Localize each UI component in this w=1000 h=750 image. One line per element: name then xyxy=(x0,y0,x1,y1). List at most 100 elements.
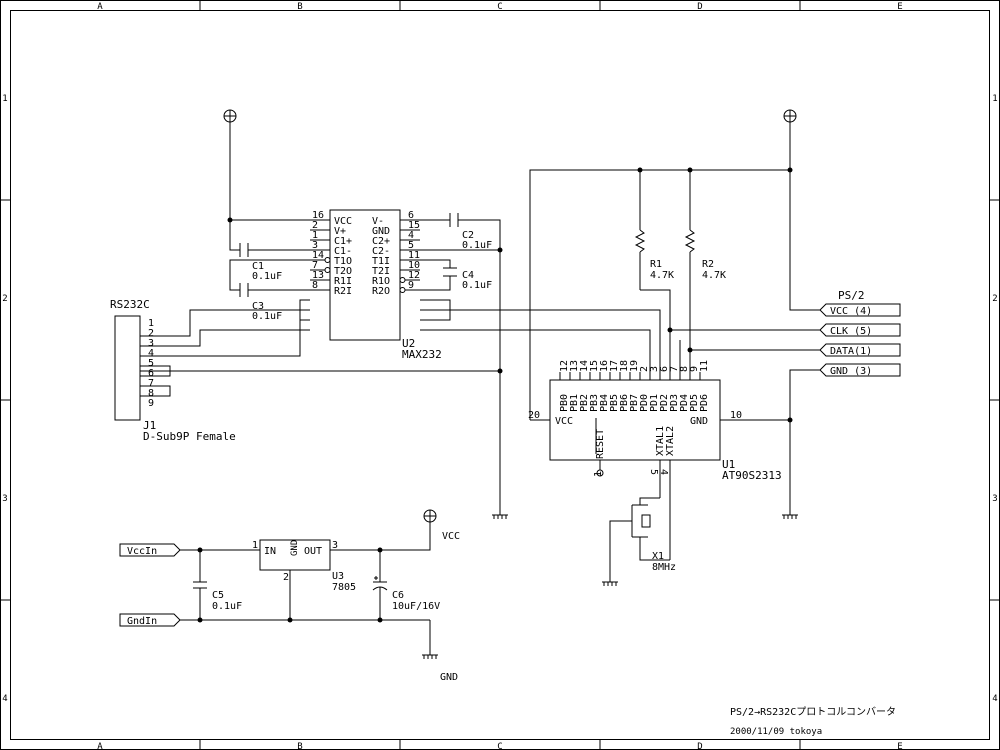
u3-gnd-label: GND xyxy=(290,540,300,556)
u2-left-pin-number: 2 xyxy=(312,220,318,231)
c6-value: 10uF/16V xyxy=(392,601,440,612)
u2-left-pin-name: V+ xyxy=(334,226,346,237)
u1-xtal2-pin-name: XTAL2 xyxy=(665,426,676,456)
c5-value: 0.1uF xyxy=(212,601,242,612)
u1-top-pin-name: PB4 xyxy=(599,394,610,412)
j1-title: RS232C xyxy=(110,298,150,311)
j1-pin-number: 5 xyxy=(148,358,154,369)
u1-reset-pin-name: RESET xyxy=(595,429,606,459)
gnd-symbol-regulator: GND xyxy=(422,654,458,683)
frame-col-b-top: B xyxy=(297,2,302,12)
u1-top-pin-name: PD1 xyxy=(649,394,660,412)
u3-pin-out: 3 xyxy=(332,540,338,551)
frame-row-3-right: 3 xyxy=(992,494,997,504)
u2-right-pin-name: T2I xyxy=(372,266,390,277)
frame-col-c-bottom: C xyxy=(497,742,502,750)
drawing-title: PS/2→RS232Cプロトコルコンバータ xyxy=(730,706,896,718)
u1-vcc-pin-name: VCC xyxy=(555,416,573,427)
port-gnd3: GND (3) xyxy=(819,363,901,377)
vcc-power-symbol-ps2 xyxy=(783,109,797,123)
u1-top-pin-number: 2 xyxy=(639,366,650,372)
u2-left-pin-name: C1+ xyxy=(334,236,352,247)
u1-ref: U1 xyxy=(722,458,735,471)
u1-top-pin-name: PD3 xyxy=(669,394,680,412)
u2-left-pin-name: VCC xyxy=(334,216,352,227)
u3-value: 7805 xyxy=(332,582,356,593)
j1-ref: J1 xyxy=(143,419,156,432)
u1-top-pin-number: 9 xyxy=(689,366,700,372)
gnd-symbol-max232 xyxy=(492,514,508,519)
u1-top-pin-number: 6 xyxy=(659,366,670,372)
frame-col-a-top: A xyxy=(97,2,103,12)
frame-row-2-right: 2 xyxy=(992,294,997,304)
u1-top-pin-name: PD0 xyxy=(639,394,650,412)
u2-right-pin-name: R1O xyxy=(372,276,390,287)
u2-right-pin-name: C2- xyxy=(372,246,390,257)
frame-col-d-top: D xyxy=(697,2,702,12)
vcc-power-symbol-regulator: VCC xyxy=(423,509,460,542)
port-vcc4-label: VCC (4) xyxy=(830,306,872,317)
u1-top-pin-number: 11 xyxy=(699,360,710,372)
c3-ref: C3 xyxy=(252,301,264,312)
vcc-net-label: VCC xyxy=(442,531,460,542)
u2-right-pin-number: 6 xyxy=(408,210,414,221)
port-clk5-label: CLK (5) xyxy=(830,326,872,337)
u3-ref: U3 xyxy=(332,571,344,582)
u2-right-pin-number: 5 xyxy=(408,240,414,251)
u2-right-pin-number: 10 xyxy=(408,260,420,271)
frame-row-3-left: 3 xyxy=(2,494,7,504)
u2-max232: 16VCC2V+1C1+3C1-14T1O7T2O13R1I8R2I6V-15G… xyxy=(310,209,442,361)
u2-value: MAX232 xyxy=(402,348,442,361)
u1-at90s2313: 12PB013PB114PB215PB316PB417PB518PB619PB7… xyxy=(528,360,790,560)
j1-value: D-Sub9P Female xyxy=(143,430,236,443)
port-data1-label: DATA(1) xyxy=(830,346,872,357)
u2-right-pin-name: T1I xyxy=(372,256,390,267)
u2-right-pin-number: 11 xyxy=(408,250,420,261)
vcc-power-symbol-max232 xyxy=(223,109,237,123)
frame-row-4-right: 4 xyxy=(992,694,997,704)
frame-col-e-bottom: E xyxy=(897,742,902,750)
u2-right-pin-name: V- xyxy=(372,216,384,227)
u2-left-pin-number: 1 xyxy=(312,230,318,241)
port-vcc4: VCC (4) xyxy=(819,303,901,317)
regulator-wiring: C5 0.1uF C6 10uF/16V xyxy=(180,522,440,655)
u2-left-pin-number: 3 xyxy=(312,240,318,251)
u1-top-pin-number: 12 xyxy=(559,360,570,372)
port-vccin: VccIn xyxy=(119,543,181,557)
u1-top-pin-name: PB6 xyxy=(619,394,630,412)
j1-pin-number: 1 xyxy=(148,318,154,329)
capacitor-c2: C2 0.1uF xyxy=(449,213,492,251)
u1-top-pin-name: PB7 xyxy=(629,394,640,412)
frame-row-1-left: 1 xyxy=(2,94,7,104)
u2-inversion-bubble xyxy=(399,277,406,283)
x1-value: 8MHz xyxy=(652,562,676,573)
u1-top-pin-name: PD6 xyxy=(699,394,710,412)
u2-left-pin-number: 14 xyxy=(312,250,324,261)
drawing-date-author: 2000/11/09 tokoya xyxy=(730,727,822,737)
frame-col-d-bottom: D xyxy=(697,742,702,750)
u2-right-pin-name: R2O xyxy=(372,286,390,297)
c6-ref: C6 xyxy=(392,590,404,601)
u1-top-pin-name: PD2 xyxy=(659,394,670,412)
u1-top-pin-name: PD5 xyxy=(689,394,700,412)
u3-pin-gnd: 2 xyxy=(283,572,289,583)
u1-xtal1-pin-name: XTAL1 xyxy=(655,426,666,456)
j1-pin-number: 8 xyxy=(148,388,154,399)
u1-top-pin-number: 16 xyxy=(599,360,610,372)
j1-pin-number: 2 xyxy=(148,328,154,339)
gnd-symbol-crystal xyxy=(602,581,618,586)
port-gndin-label: GndIn xyxy=(127,616,157,627)
u1-xtal1-pin-number: 5 xyxy=(648,469,659,475)
frame-row-2-left: 2 xyxy=(2,294,7,304)
c2-value: 0.1uF xyxy=(462,240,492,251)
u3-in-label: IN xyxy=(264,546,276,557)
u1-gnd-pin-number: 10 xyxy=(730,410,742,421)
ps2-title: PS/2 xyxy=(838,289,865,302)
u1-value: AT90S2313 xyxy=(722,469,782,482)
crystal-x1: X1 8MHz xyxy=(609,497,676,582)
j1-pin-number: 3 xyxy=(148,338,154,349)
u1-top-pin-number: 17 xyxy=(609,360,620,372)
u1-top-pin-number: 18 xyxy=(619,360,630,372)
j1-pin-number: 6 xyxy=(148,368,154,379)
u2-left-pin-number: 13 xyxy=(312,270,324,281)
